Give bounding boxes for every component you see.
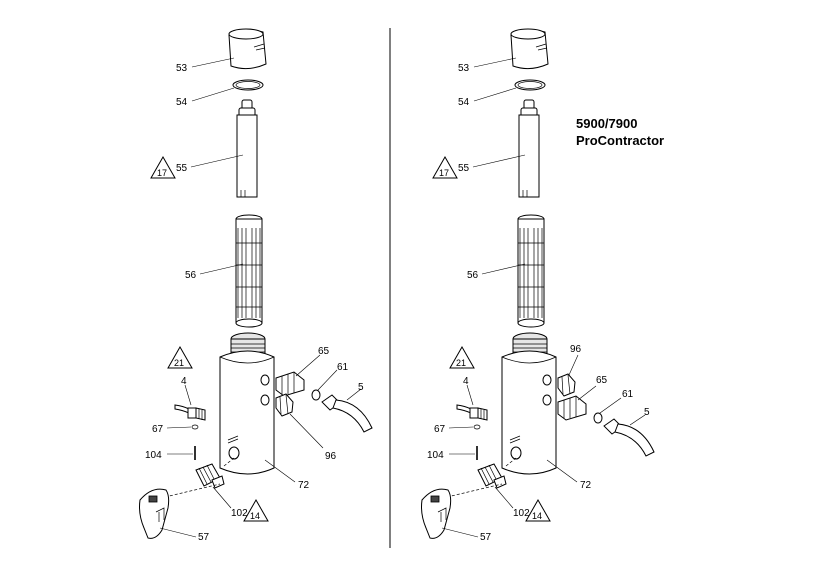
callout-4: 4 (463, 376, 469, 387)
callout-72: 72 (580, 480, 592, 491)
callout-4: 4 (181, 376, 187, 387)
note-triangle-14: 14 (243, 498, 269, 522)
note-triangle-14: 14 (525, 498, 551, 522)
callout-57: 57 (480, 532, 492, 543)
right-assembly: 53 54 55 17 56 (421, 28, 655, 543)
callout-56: 56 (467, 270, 479, 281)
callout-104: 104 (145, 450, 162, 461)
callout-104: 104 (427, 450, 444, 461)
part-washer (311, 389, 321, 401)
note-triangle-17: 17 (432, 155, 458, 179)
callout-54: 54 (458, 97, 470, 108)
svg-text:14: 14 (532, 511, 542, 521)
callout-67: 67 (434, 424, 446, 435)
model-title-line2: ProContractor (576, 133, 664, 148)
callout-65: 65 (596, 375, 608, 386)
callout-53: 53 (176, 63, 188, 74)
part-filter-element (517, 214, 545, 328)
part-filter-tube (236, 99, 258, 198)
part-hex-nut (557, 373, 576, 397)
part-filter-element (235, 214, 263, 328)
svg-text:17: 17 (157, 168, 167, 178)
svg-text:17: 17 (439, 168, 449, 178)
callout-57: 57 (198, 532, 210, 543)
callout-56: 56 (185, 270, 197, 281)
callout-102: 102 (513, 508, 530, 519)
svg-text:21: 21 (456, 358, 466, 368)
model-title-line1: 5900/7900 (576, 116, 637, 131)
part-spring-valve (195, 463, 225, 489)
part-filter-housing (219, 332, 275, 475)
callout-53: 53 (458, 63, 470, 74)
callout-72: 72 (298, 480, 310, 491)
part-hex-nut (275, 393, 294, 417)
part-swivel-fitting (275, 371, 305, 397)
part-handle (139, 488, 170, 539)
callout-54: 54 (176, 97, 188, 108)
part-cap (228, 28, 267, 70)
part-small-o-ring (473, 424, 481, 430)
callout-61: 61 (337, 362, 349, 373)
callout-67: 67 (152, 424, 164, 435)
part-swivel-fitting (557, 395, 587, 421)
part-small-o-ring (191, 424, 199, 430)
part-filter-tube (518, 99, 540, 198)
callout-61: 61 (622, 389, 634, 400)
note-triangle-17: 17 (150, 155, 176, 179)
callout-55: 55 (176, 163, 188, 174)
callout-96: 96 (325, 451, 337, 462)
part-hose (603, 418, 655, 457)
part-handle (421, 488, 452, 539)
part-spring-valve (477, 463, 507, 489)
callout-102: 102 (231, 508, 248, 519)
part-cap (510, 28, 549, 70)
part-valve (456, 404, 488, 421)
left-assembly: 53 54 55 17 56 (139, 28, 373, 543)
part-washer (593, 412, 603, 424)
callout-65: 65 (318, 346, 330, 357)
note-triangle-21: 21 (167, 345, 193, 369)
part-filter-housing (501, 332, 557, 475)
part-hose (321, 394, 373, 433)
note-triangle-21: 21 (449, 345, 475, 369)
callout-5: 5 (358, 382, 364, 393)
callout-55: 55 (458, 163, 470, 174)
part-valve (174, 404, 206, 421)
callout-96: 96 (570, 344, 582, 355)
callout-5: 5 (644, 407, 650, 418)
svg-text:21: 21 (174, 358, 184, 368)
svg-text:14: 14 (250, 511, 260, 521)
